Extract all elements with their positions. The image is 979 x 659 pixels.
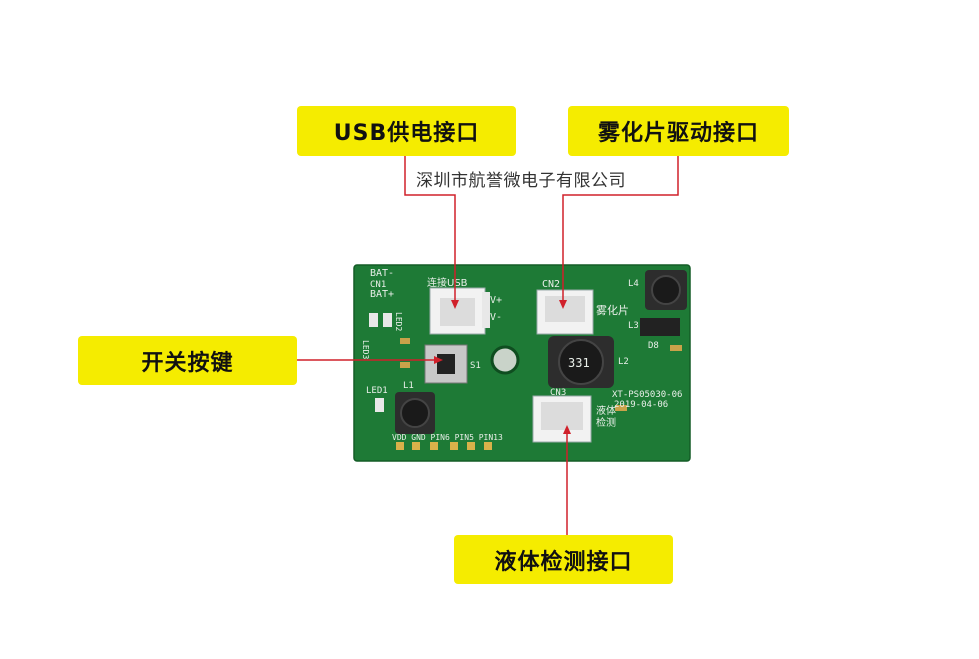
inductor-l1: [395, 392, 435, 434]
led3: [369, 313, 378, 327]
inductor-l2: [548, 336, 614, 388]
pcb-label-d8: D8: [648, 341, 659, 351]
callout-switch-key: 开关按键: [78, 336, 297, 385]
pcb-label-l3: L3: [628, 321, 639, 331]
pcb-label-cn3: CN3: [550, 388, 566, 398]
callout-liquid-detect: 液体检测接口: [454, 535, 673, 584]
pin-pads: [396, 442, 492, 450]
pcb-label-board-id: XT-PS05030-06: [612, 390, 682, 400]
pcb-label-v-plus: V+: [490, 295, 502, 306]
pcb-label-led1: LED1: [366, 386, 388, 396]
mounting-hole: [490, 345, 520, 375]
pcb-label-liquid-2: 检测: [596, 416, 616, 429]
pcb-label-liquid-1: 液体: [596, 404, 616, 417]
pcb-label-led2: LED2: [394, 312, 403, 331]
company-name: 深圳市航誉微电子有限公司: [416, 171, 626, 191]
pcb-label-bat-minus: BAT-: [370, 268, 394, 279]
pcb-label-atomizer: 雾化片: [596, 303, 629, 317]
pcb-label-inductor-code: 331: [568, 356, 590, 370]
leader-arrows: [434, 300, 571, 434]
callout-atomizer-drive: 雾化片驱动接口: [568, 106, 789, 156]
led1: [375, 398, 384, 412]
switch-s1: [424, 344, 468, 384]
leader-usb: [404, 156, 456, 306]
pcb-label-cn1: CN1: [370, 280, 386, 290]
pcb-label-v-minus: V-: [490, 312, 502, 323]
liquid-connector: [532, 395, 592, 443]
pcb-label-bat-plus: BAT+: [370, 289, 394, 300]
pcb-label-cn2: CN2: [542, 279, 560, 290]
led2: [383, 313, 392, 327]
inductor-l4: [645, 270, 687, 310]
atomizer-connector: [536, 289, 594, 335]
pcb-label-l4: L4: [628, 279, 639, 289]
pcb-label-board-date: 2019-04-06: [614, 400, 668, 410]
pcb-label-l1: L1: [403, 381, 414, 391]
leader-atomizer: [562, 156, 679, 306]
pcb-label-connect-usb: 连接USB: [427, 276, 468, 289]
pcb-label-pins: VDD GND PIN6 PIN5 PIN13: [392, 433, 503, 442]
leader-lines: [297, 156, 679, 535]
pcb-label-l2: L2: [618, 357, 629, 367]
pcb-label-s1: S1: [470, 361, 481, 371]
diode-d8: [640, 318, 680, 336]
callout-usb-power: USB供电接口: [297, 106, 516, 156]
pcb-label-led3: LED3: [361, 340, 370, 359]
usb-connector: [429, 287, 490, 335]
